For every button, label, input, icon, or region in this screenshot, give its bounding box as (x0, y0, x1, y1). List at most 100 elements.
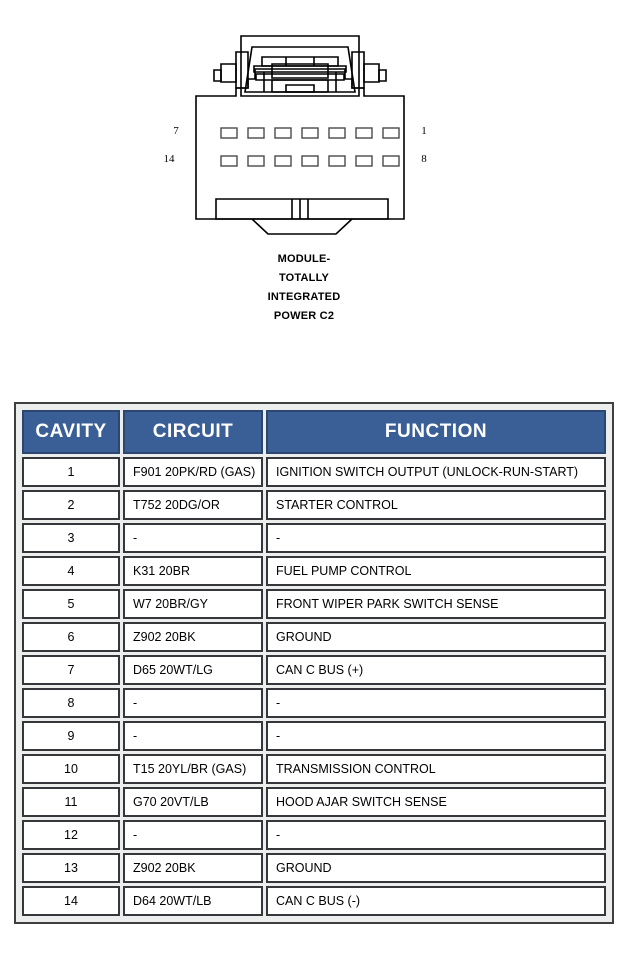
function-cell: CAN C BUS (-) (266, 886, 606, 916)
function-cell: STARTER CONTROL (266, 490, 606, 520)
circuit-cell: K31 20BR (123, 556, 263, 586)
latch-nub-right (378, 69, 387, 82)
latch-rail-dividers (285, 57, 315, 66)
cavity-cell: 12 (22, 820, 120, 850)
circuit-cell: T752 20DG/OR (123, 490, 263, 520)
table-row: 12-- (22, 820, 606, 850)
latch-nub-left (213, 69, 222, 82)
circuit-cell: F901 20PK/RD (GAS) (123, 457, 263, 487)
connector-drawing (195, 35, 405, 235)
cavity-cell: 3 (22, 523, 120, 553)
caption-line-4: POWER C2 (273, 310, 335, 322)
connector-figure: 7 14 1 8 MODULE- TOTALLY INTEGRATED POWE… (0, 0, 628, 345)
circuit-cell: - (123, 721, 263, 751)
function-cell: - (266, 820, 606, 850)
cavity-cell: 10 (22, 754, 120, 784)
cavity-cell: 8 (22, 688, 120, 718)
cavity-square (328, 127, 346, 139)
pin-label-8: 8 (421, 153, 427, 165)
circuit-cell: - (123, 523, 263, 553)
function-cell: FRONT WIPER PARK SWITCH SENSE (266, 589, 606, 619)
circuit-cell: T15 20YL/BR (GAS) (123, 754, 263, 784)
cavity-square (247, 155, 265, 167)
column-header-cavity: CAVITY (22, 410, 120, 454)
pin-label-7: 7 (173, 125, 179, 137)
cavity-cell: 6 (22, 622, 120, 652)
column-header-circuit: CIRCUIT (123, 410, 263, 454)
latch-tab-right (351, 51, 365, 89)
cavity-cell: 4 (22, 556, 120, 586)
cavity-square (382, 155, 400, 167)
latch-side-dividers (263, 72, 337, 92)
cavity-cell: 7 (22, 655, 120, 685)
latch-rail-mid (253, 65, 347, 73)
cavity-cell: 14 (22, 886, 120, 916)
function-cell: HOOD AJAR SWITCH SENSE (266, 787, 606, 817)
circuit-cell: Z902 20BK (123, 622, 263, 652)
pin-label-1: 1 (421, 125, 427, 137)
caption-line-1: MODULE- (277, 253, 331, 265)
latch-center-block (271, 79, 329, 93)
pin-label-14: 14 (163, 153, 175, 165)
cavity-square (274, 127, 292, 139)
function-cell: TRANSMISSION CONTROL (266, 754, 606, 784)
skirt-keyways (291, 199, 309, 219)
circuit-cell: D64 20WT/LB (123, 886, 263, 916)
table-row: 9-- (22, 721, 606, 751)
circuit-cell: - (123, 688, 263, 718)
circuit-cell: Z902 20BK (123, 853, 263, 883)
column-header-function: FUNCTION (266, 410, 606, 454)
cavity-square (301, 155, 319, 167)
connector-skirt (215, 198, 389, 220)
function-cell: - (266, 721, 606, 751)
cavity-cell: 13 (22, 853, 120, 883)
cavity-cell: 1 (22, 457, 120, 487)
cavity-row-top (220, 127, 400, 139)
table-header-row: CAVITY CIRCUIT FUNCTION (22, 410, 606, 454)
function-cell: GROUND (266, 853, 606, 883)
circuit-cell: W7 20BR/GY (123, 589, 263, 619)
cavity-cell: 9 (22, 721, 120, 751)
latch-center-notch (285, 84, 315, 93)
cavity-square (328, 155, 346, 167)
latch-rail-lower (255, 73, 345, 81)
latch-shoulder-left (220, 63, 237, 83)
cavity-square (301, 127, 319, 139)
latch-housing-outer (240, 35, 360, 97)
function-cell: IGNITION SWITCH OUTPUT (UNLOCK-RUN-START… (266, 457, 606, 487)
cavity-square (220, 155, 238, 167)
function-cell: FUEL PUMP CONTROL (266, 556, 606, 586)
table-row: 8-- (22, 688, 606, 718)
caption-line-3: INTEGRATED (267, 291, 341, 303)
circuit-cell: - (123, 820, 263, 850)
cavity-square (274, 155, 292, 167)
connector-foot (251, 218, 353, 235)
table-header: CAVITY CIRCUIT FUNCTION (22, 410, 606, 454)
connector-caption: MODULE- TOTALLY INTEGRATED POWER C2 (214, 250, 394, 326)
circuit-cell: G70 20VT/LB (123, 787, 263, 817)
latch-shoulder-right (363, 63, 380, 83)
function-cell: - (266, 523, 606, 553)
cavity-cell: 2 (22, 490, 120, 520)
cavity-square (382, 127, 400, 139)
function-cell: GROUND (266, 622, 606, 652)
cavity-square (355, 127, 373, 139)
cavity-cell: 5 (22, 589, 120, 619)
circuit-cell: D65 20WT/LG (123, 655, 263, 685)
cavity-cell: 11 (22, 787, 120, 817)
cavity-square (355, 155, 373, 167)
caption-line-2: TOTALLY (278, 272, 330, 284)
cavity-square (220, 127, 238, 139)
